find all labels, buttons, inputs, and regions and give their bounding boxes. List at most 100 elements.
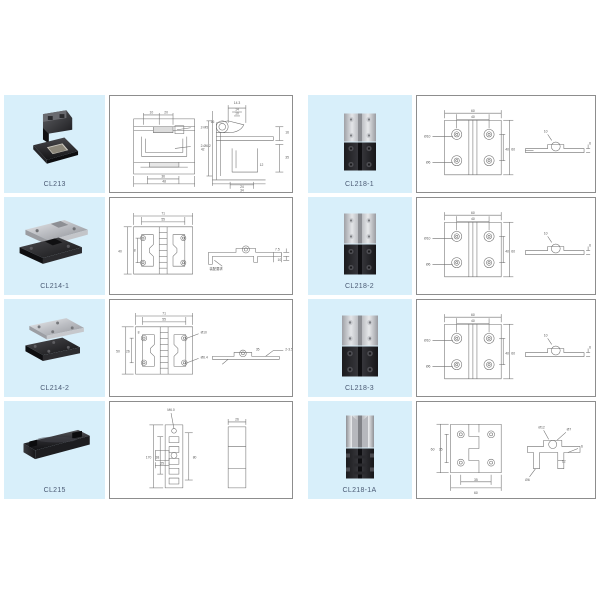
catalog-row: CL214-1 [4, 197, 293, 295]
svg-text:Ø7: Ø7 [566, 427, 571, 431]
catalog-columns: CL213 [4, 95, 596, 499]
svg-text:60: 60 [470, 313, 474, 317]
technical-drawing-cl218-2[interactable]: 60 40 60 40 Ø10 Ø6 10 6 [415, 197, 596, 295]
product-photo-cl218-1a [308, 401, 412, 486]
svg-text:6: 6 [581, 444, 583, 448]
svg-text:10: 10 [150, 110, 154, 114]
svg-text:35: 35 [474, 478, 478, 482]
product-model-label: CL214-1 [40, 283, 70, 290]
svg-text:40: 40 [505, 148, 509, 152]
svg-text:60: 60 [474, 491, 478, 495]
svg-text:38: 38 [156, 455, 160, 459]
technical-drawing-cl218-1a[interactable]: 60 35 35 60 Ø12 Ø7 Ø6 12 6 [415, 401, 596, 499]
svg-text:6: 6 [589, 244, 591, 248]
svg-text:10: 10 [543, 231, 547, 235]
catalog-row: CL218-1 [307, 95, 596, 193]
svg-text:80: 80 [193, 455, 197, 459]
catalog-row: CL218-2 [307, 197, 596, 295]
svg-text:25: 25 [161, 461, 165, 465]
svg-text:Ø12: Ø12 [538, 425, 545, 429]
svg-text:6: 6 [589, 142, 591, 146]
catalog-row: CL213 [4, 95, 293, 193]
product-model-label: CL218-1 [345, 181, 374, 188]
svg-text:71: 71 [162, 212, 166, 216]
svg-text:Ø6: Ø6 [425, 365, 430, 369]
svg-text:Ø6.4: Ø6.4 [201, 355, 208, 359]
svg-text:36: 36 [162, 175, 166, 179]
product-photo-cell[interactable]: CL215 [4, 401, 106, 499]
product-photo-cl218-2 [308, 197, 412, 282]
svg-text:16: 16 [211, 120, 215, 124]
product-photo-cell[interactable]: CL214-1 [4, 197, 106, 295]
product-model-label: CL213 [43, 181, 66, 188]
svg-text:14: 14 [235, 108, 239, 112]
svg-text:Ø10: Ø10 [423, 134, 430, 138]
product-photo-cl218-3 [308, 299, 412, 384]
svg-text:35: 35 [438, 448, 442, 452]
svg-text:40: 40 [470, 319, 474, 323]
svg-text:26: 26 [126, 349, 130, 353]
technical-drawing-cl214-1[interactable]: 71 55 40 8 7.5 10 装配要求 [109, 197, 293, 295]
svg-text:34: 34 [240, 189, 244, 192]
svg-text:55: 55 [163, 318, 167, 322]
svg-text:60: 60 [511, 148, 515, 152]
svg-text:Ø10: Ø10 [423, 236, 430, 240]
svg-text:24: 24 [240, 185, 244, 189]
technical-drawing-cl218-1[interactable]: 60 40 60 40 Ø10 Ø6 10 6 [415, 95, 596, 193]
svg-text:60: 60 [511, 352, 515, 356]
svg-text:2-3.5: 2-3.5 [286, 347, 292, 351]
svg-text:10: 10 [235, 112, 239, 116]
catalog-row: CL218-1A [307, 401, 596, 499]
product-photo-cell[interactable]: CL213 [4, 95, 106, 193]
catalog-row: CL218-3 [307, 299, 596, 397]
svg-text:48: 48 [163, 179, 167, 183]
technical-drawing-cl215[interactable]: M6.0 170 38 25 80 26 [109, 401, 293, 499]
svg-text:7.5: 7.5 [275, 247, 280, 251]
catalog-row: CL214-2 [4, 299, 293, 397]
product-model-label: CL218-3 [345, 385, 374, 392]
product-photo-cell[interactable]: CL218-3 [307, 299, 412, 397]
product-photo-cl215 [4, 401, 105, 486]
svg-text:60: 60 [430, 448, 434, 452]
svg-text:170: 170 [146, 455, 152, 459]
svg-text:60: 60 [511, 250, 515, 254]
svg-text:40: 40 [505, 352, 509, 356]
svg-text:8: 8 [138, 331, 140, 335]
svg-text:14.3: 14.3 [234, 101, 241, 105]
product-photo-cell[interactable]: CL214-2 [4, 299, 106, 397]
svg-text:10: 10 [278, 258, 282, 262]
svg-text:Ø6: Ø6 [425, 263, 430, 267]
product-photo-cell[interactable]: CL218-1 [307, 95, 412, 193]
product-photo-cell[interactable]: CL218-2 [307, 197, 412, 295]
svg-text:40: 40 [118, 249, 122, 253]
technical-drawing-cl214-2[interactable]: 71 55 50 26 8 Ø10 Ø6.4 2-3.5 35 [109, 299, 293, 397]
product-model-label: CL218-1A [342, 487, 377, 494]
product-model-label: CL214-2 [40, 385, 70, 392]
technical-drawing-cl218-3[interactable]: 60 40 60 40 Ø10 Ø6 10 6 [415, 299, 596, 397]
svg-text:装配要求: 装配要求 [210, 266, 224, 271]
product-photo-cell[interactable]: CL218-1A [307, 401, 412, 499]
svg-text:50: 50 [116, 349, 120, 353]
right-column: CL218-1 [307, 95, 596, 499]
svg-text:35: 35 [286, 155, 290, 159]
svg-text:40: 40 [505, 250, 509, 254]
product-photo-cl218-1 [308, 95, 412, 180]
svg-text:12: 12 [561, 460, 565, 464]
svg-text:10: 10 [543, 333, 547, 337]
product-photo-cl214-2 [4, 299, 105, 384]
svg-text:Ø10: Ø10 [423, 338, 430, 342]
svg-text:55: 55 [162, 218, 166, 222]
svg-text:12: 12 [260, 163, 264, 167]
technical-drawing-cl213[interactable]: 10 20 36 48 2-M5 2-Ø6.2 14.3 14 10 16 35… [109, 95, 293, 193]
svg-text:20: 20 [165, 110, 169, 114]
svg-text:10: 10 [543, 129, 547, 133]
svg-text:Ø10: Ø10 [201, 331, 207, 335]
catalog-row: CL215 [4, 401, 293, 499]
product-photo-cl214-1 [4, 197, 105, 282]
svg-text:M6.0: M6.0 [168, 408, 176, 412]
product-model-label: CL218-2 [345, 283, 374, 290]
svg-text:71: 71 [163, 312, 167, 316]
product-catalog-page: CL213 [4, 95, 596, 499]
svg-text:16: 16 [286, 131, 290, 135]
svg-text:6: 6 [589, 346, 591, 350]
